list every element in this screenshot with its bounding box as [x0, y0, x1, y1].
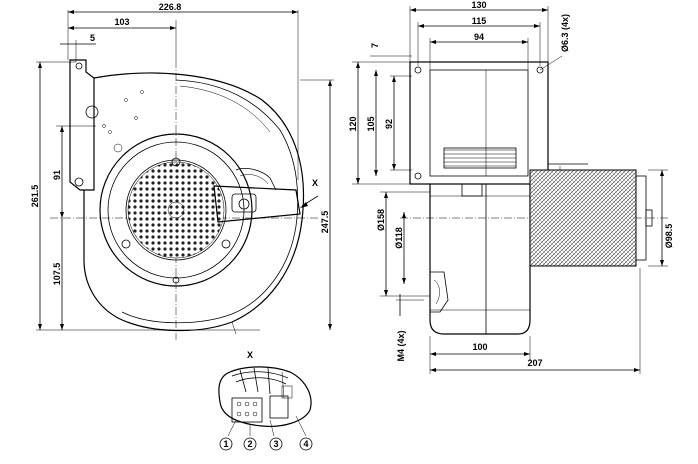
flange-hole-tl [414, 66, 422, 74]
dim-side-height-total: 120 [348, 116, 358, 131]
dim-front-height-total: 261.5 [30, 185, 40, 208]
inlet-grille-border [125, 159, 227, 261]
inlet-outer-ring [99, 133, 253, 287]
dim-side-dia-outer: Ø158 [376, 209, 386, 231]
dim-side-dia-inner: Ø118 [394, 227, 404, 249]
detail-view-x: X 1 2 3 4 [218, 350, 313, 451]
dim-front-width-total: 226.8 [159, 2, 182, 12]
inlet-screw-left [121, 239, 131, 249]
dim-side-width-mid: 115 [472, 16, 487, 26]
dim-side-height-mid: 105 [366, 116, 376, 131]
motor-shaft [645, 209, 653, 227]
dim-side-depth-total: 207 [527, 358, 542, 368]
dim-side-depth-base: 100 [472, 342, 487, 352]
mounting-bracket [69, 59, 95, 191]
dim-side-motor-dia: Ø98.5 [664, 224, 674, 249]
callout-4-label: 4 [303, 439, 308, 449]
detail-title: X [247, 350, 253, 360]
outlet-opening [429, 69, 529, 177]
dim-side-thread: M4 (4x) [396, 330, 406, 361]
dim-side-hole: Ø6.3 (4x) [560, 14, 570, 52]
inlet-screw-right [221, 239, 231, 249]
inlet-ring [107, 141, 245, 279]
flange-plate [409, 61, 549, 185]
callout-3 [269, 437, 283, 451]
connector-gland [238, 198, 250, 210]
callout-2-label: 2 [247, 439, 252, 449]
bracket-hole-bottom [74, 177, 84, 187]
callout-2 [243, 437, 257, 451]
side-view: 130 115 94 Ø6.3 (4x) 7 120 105 92 [348, 0, 674, 374]
connector-side [430, 271, 449, 313]
housing-body-side [429, 184, 531, 335]
callout-1 [219, 437, 233, 451]
outlet-louvres [443, 147, 517, 169]
connector-box [213, 185, 301, 223]
front-view: 226.8 103 5 261.5 91 107.5 247.5 [30, 2, 334, 340]
inlet-screw-top [171, 157, 181, 167]
bracket-hole-top [75, 62, 83, 70]
dim-front-height-right: 247.5 [320, 211, 330, 234]
view-marker-x: X [312, 178, 318, 188]
plate-hole-large [85, 105, 99, 119]
dim-front-offset: 5 [90, 33, 95, 43]
callout-1-label: 1 [223, 439, 228, 449]
inlet-mesh-grille [127, 161, 225, 259]
flange-hole-bl [414, 172, 422, 180]
callout-4 [299, 437, 313, 451]
scroll-housing [83, 72, 305, 332]
dim-front-width-partial: 103 [114, 17, 129, 27]
scroll-housing-inner [121, 79, 299, 324]
connector-detail [218, 366, 312, 427]
motor-cylinder [529, 169, 637, 267]
dim-front-height-lower: 107.5 [52, 263, 62, 286]
dim-side-width-outer: 130 [471, 0, 486, 10]
flange-hole-tr [536, 66, 544, 74]
connector-plug [269, 395, 289, 419]
inlet-screw-bottom [172, 276, 180, 284]
dim-side-height-inner: 92 [384, 119, 394, 129]
terminal-block [231, 397, 263, 423]
dim-side-width-inner: 94 [474, 32, 484, 42]
dim-front-height-upper: 91 [52, 170, 62, 180]
callout-3-label: 3 [273, 439, 278, 449]
dim-side-offset: 7 [370, 43, 380, 48]
